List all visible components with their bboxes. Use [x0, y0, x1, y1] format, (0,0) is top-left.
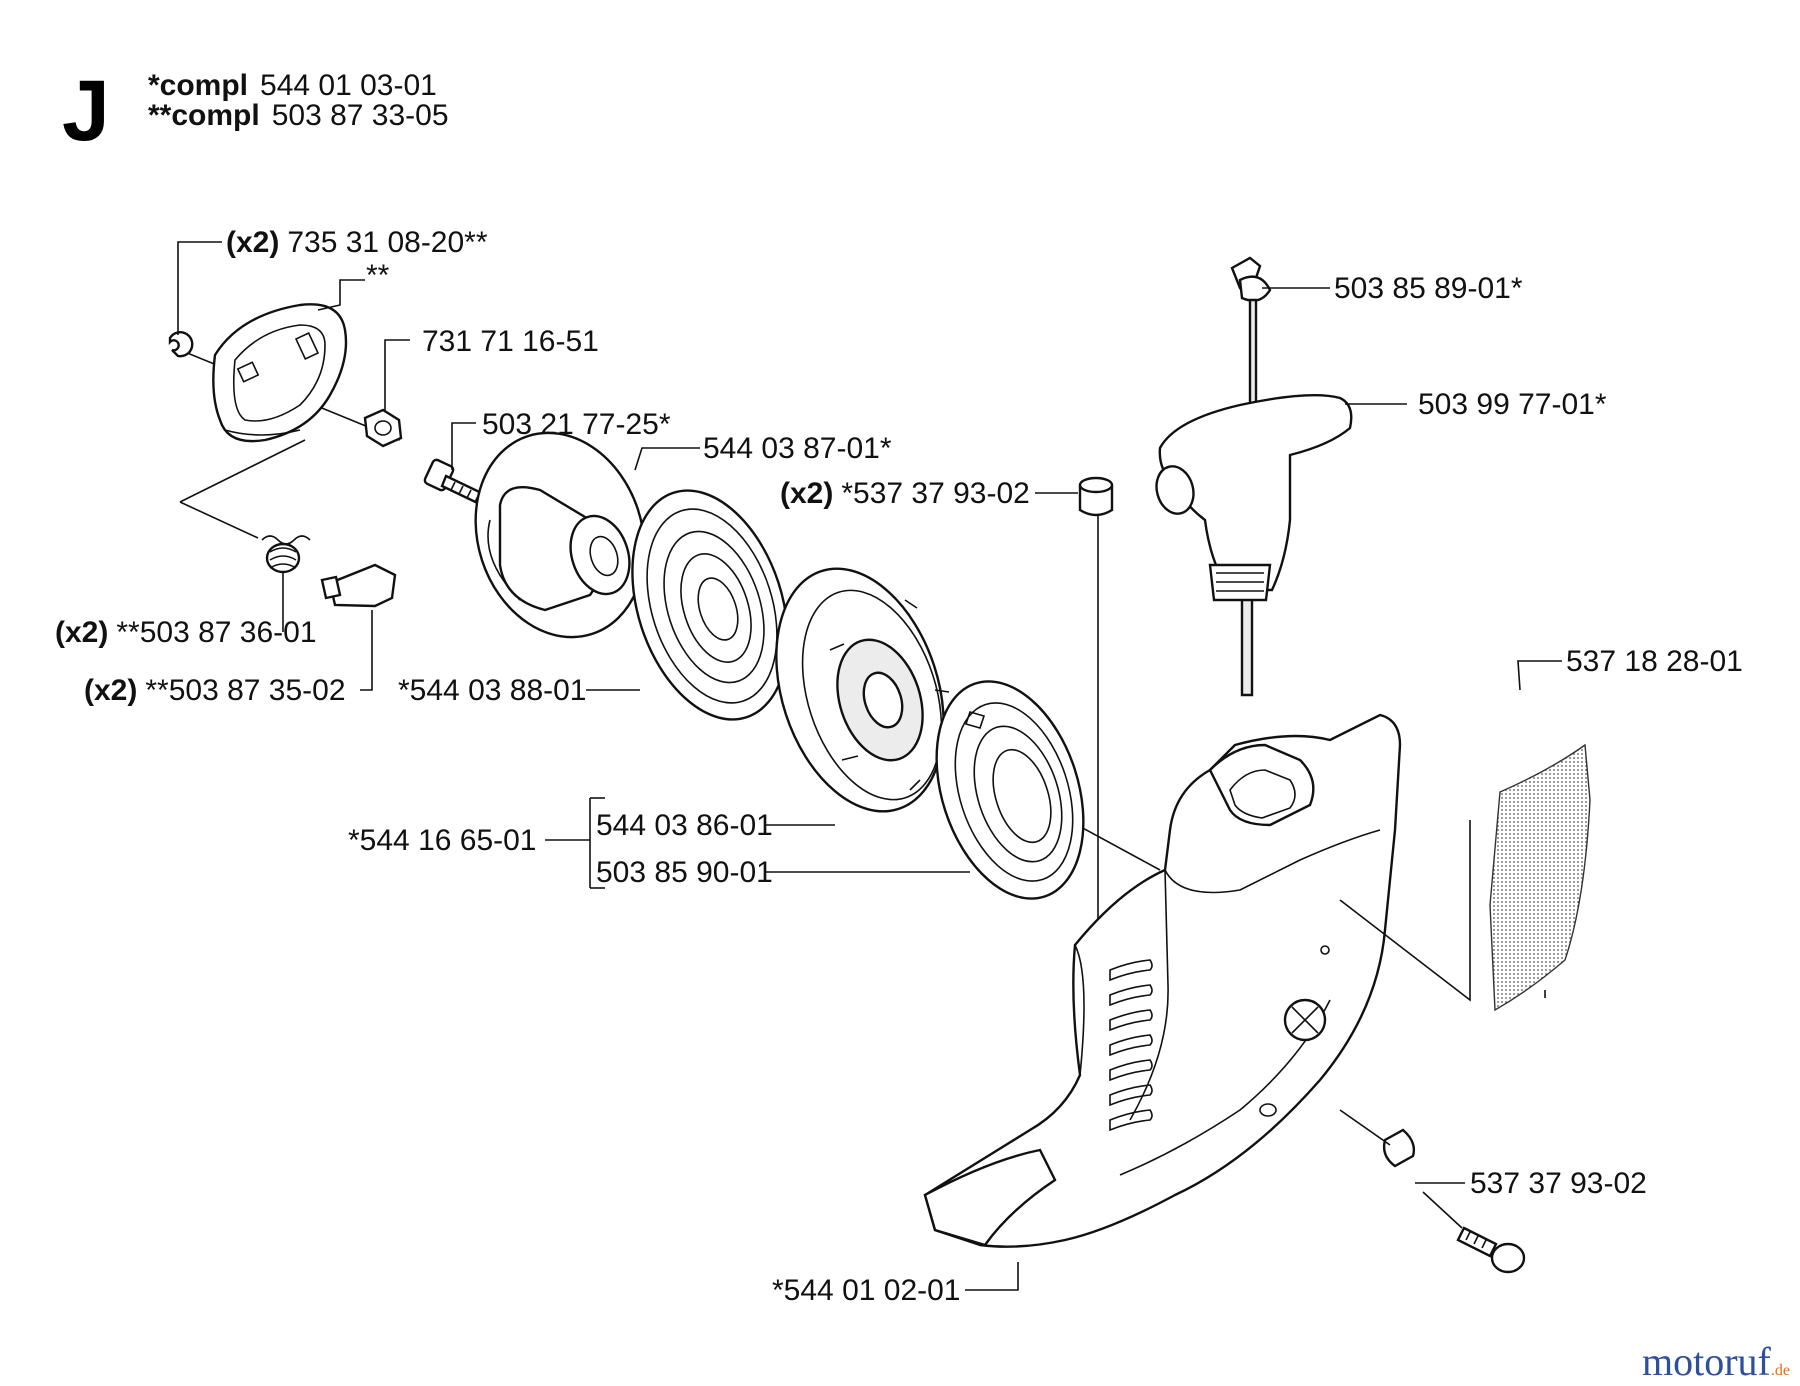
- callout-recoil-spring: 503 85 90-01: [596, 856, 773, 889]
- vent-slots: [1109, 959, 1153, 1132]
- compl-prefix-1: *compl: [148, 69, 248, 102]
- spring-cassette-part: [631, 489, 789, 721]
- compl-line-1: *compl 544 01 03-01: [148, 69, 437, 102]
- callout-bolt: 503 21 77-25*: [482, 408, 671, 441]
- screw-bottom-part: [1456, 1226, 1526, 1274]
- callout-screw-small: (x2)735 31 08-20**: [226, 226, 488, 259]
- callout-decal: 537 18 28-01: [1566, 645, 1743, 678]
- section-letter: J: [62, 63, 110, 159]
- rope-lock-part: [1230, 256, 1272, 302]
- callout-starter-housing: *544 01 02-01: [772, 1274, 961, 1307]
- cover-plate-part: [212, 303, 348, 443]
- spring-housing-part: [775, 567, 950, 813]
- clip-part: [168, 331, 194, 358]
- callout-rope-lock: 503 85 89-01*: [1334, 272, 1523, 305]
- pulley-part: [474, 431, 646, 639]
- compl-number-2: 503 87 33-05: [272, 99, 449, 132]
- callout-spring-clip: (x2)**503 87 36-01: [55, 616, 317, 649]
- handle-part: [1155, 394, 1353, 602]
- callout-handle: 503 99 77-01*: [1418, 388, 1607, 421]
- compl-line-2: **compl 503 87 33-05: [148, 99, 449, 132]
- callout-assembly: *544 16 65-01: [348, 824, 537, 857]
- leader-lines: [177, 241, 1562, 1291]
- watermark-logo: motoruf.de: [1642, 1339, 1790, 1384]
- spring-clip-part: [261, 535, 311, 574]
- callout-cover-plate: **: [366, 259, 390, 292]
- callout-bushing-bottom: 537 37 93-02: [1470, 1167, 1647, 1200]
- watermark-main: motoruf: [1642, 1339, 1772, 1384]
- bushing-top-part: [1078, 476, 1114, 935]
- compl-number-1: 544 01 03-01: [260, 69, 437, 102]
- callout-nut: 731 71 16-51: [422, 325, 599, 358]
- callout-pawl: (x2)**503 87 35-02: [84, 674, 346, 707]
- callout-spring-cassette: *544 03 88-01: [398, 674, 587, 707]
- watermark-text: motoruf.de: [1642, 1339, 1790, 1384]
- bushing-bottom-part: [1382, 1128, 1416, 1168]
- watermark-suffix: .de: [1771, 1362, 1790, 1379]
- pawl-part: [320, 563, 397, 608]
- callout-spring-housing: 544 03 86-01: [596, 809, 773, 842]
- callout-bushing-top: (x2)*537 37 93-02: [780, 477, 1030, 510]
- compl-prefix-2: **compl: [148, 99, 260, 132]
- callout-pulley: 544 03 87-01*: [703, 432, 892, 465]
- starter-housing-part: [923, 713, 1402, 1248]
- recoil-spring-part: [935, 680, 1085, 900]
- nut-part: [363, 408, 403, 448]
- decal-part: [1489, 743, 1591, 1012]
